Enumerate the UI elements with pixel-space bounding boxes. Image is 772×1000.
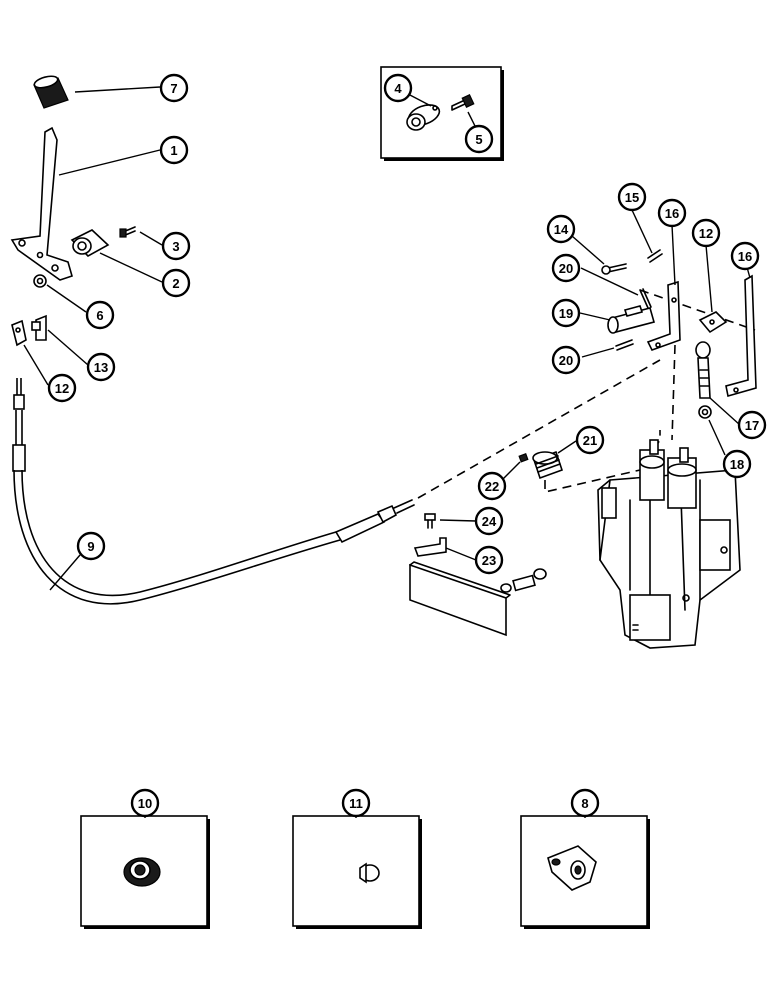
- svg-text:10: 10: [138, 796, 152, 811]
- callout-22: 22: [477, 471, 507, 501]
- svg-text:19: 19: [559, 306, 573, 321]
- svg-text:23: 23: [482, 553, 496, 568]
- nut-6-part: [33, 274, 47, 288]
- hardware-group: [500, 568, 547, 593]
- bracket-16-left: [646, 280, 681, 351]
- screw-24-part: [424, 513, 436, 529]
- svg-text:1: 1: [170, 143, 177, 158]
- svg-text:21: 21: [583, 433, 597, 448]
- inset-box-10: [80, 800, 210, 929]
- knob-part: [33, 75, 69, 109]
- callout-6: 6: [85, 300, 115, 330]
- callout-12-left: 12: [47, 373, 77, 403]
- mounting-plate-part: [409, 561, 511, 637]
- callout-8: 8: [570, 788, 600, 818]
- svg-text:18: 18: [730, 457, 744, 472]
- callout-15: 15: [617, 182, 647, 212]
- callout-13: 13: [86, 352, 116, 382]
- svg-text:4: 4: [394, 81, 402, 96]
- callout-3: 3: [161, 231, 191, 261]
- bolt-part: [451, 93, 475, 111]
- callout-4: 4: [383, 73, 413, 103]
- bracket-16-right: [725, 274, 757, 398]
- svg-text:8: 8: [581, 796, 588, 811]
- callout-20-lower: 20: [551, 345, 581, 375]
- control-valve-part: [597, 439, 741, 649]
- callout-16-left: 16: [657, 198, 687, 228]
- swivel-13-part: [31, 314, 47, 341]
- svg-text:20: 20: [559, 261, 573, 276]
- inset-box-11: [292, 800, 422, 929]
- callout-21: 21: [575, 425, 605, 455]
- svg-text:12: 12: [699, 226, 713, 241]
- svg-text:11: 11: [349, 796, 363, 811]
- svg-text:9: 9: [87, 539, 94, 554]
- clevis-pin-19-part: [607, 305, 655, 334]
- callout-2: 2: [161, 268, 191, 298]
- inset-box-8: [520, 800, 650, 929]
- pin-14-part: [601, 263, 627, 275]
- svg-text:14: 14: [554, 222, 569, 237]
- svg-text:17: 17: [745, 418, 759, 433]
- set-screw-22-part: [518, 453, 529, 463]
- pin-15-part: [647, 249, 663, 263]
- callout-5: 5: [464, 124, 494, 154]
- svg-text:2: 2: [172, 276, 179, 291]
- callout-10: 10: [130, 788, 160, 818]
- screw-3-part: [119, 226, 136, 238]
- clamp-23-part: [413, 537, 447, 557]
- flanged-bushing-part: [406, 104, 441, 131]
- callout-23: 23: [474, 545, 504, 575]
- callout-24: 24: [474, 506, 504, 536]
- svg-text:5: 5: [475, 132, 482, 147]
- svg-text:24: 24: [482, 514, 497, 529]
- clevis-12-part: [11, 319, 27, 347]
- svg-text:13: 13: [94, 360, 108, 375]
- callout-1: 1: [159, 135, 189, 165]
- callout-7: 7: [159, 73, 189, 103]
- pivot-bushing-part: [70, 229, 110, 257]
- nut-18-part: [698, 405, 712, 419]
- swivel-17-part: [695, 341, 711, 399]
- svg-text:3: 3: [172, 239, 179, 254]
- svg-text:12: 12: [55, 381, 69, 396]
- knob-21-part: [532, 450, 564, 480]
- svg-text:15: 15: [625, 190, 639, 205]
- svg-text:7: 7: [170, 81, 177, 96]
- clevis-12-right: [698, 311, 728, 334]
- callout-20-upper: 20: [551, 253, 581, 283]
- control-cable-part: [12, 378, 415, 605]
- callout-12-right: 12: [691, 218, 721, 248]
- svg-text:16: 16: [665, 206, 679, 221]
- callout-11: 11: [341, 788, 371, 818]
- svg-text:16: 16: [738, 249, 752, 264]
- callout-9: 9: [76, 531, 106, 561]
- shift-lever-part: [10, 126, 73, 281]
- svg-text:6: 6: [96, 308, 103, 323]
- callout-16-right: 16: [730, 241, 760, 271]
- svg-text:22: 22: [485, 479, 499, 494]
- callout-19: 19: [551, 298, 581, 328]
- callout-18: 18: [722, 449, 752, 479]
- callout-17: 17: [737, 410, 767, 440]
- cotter-pin-20-upper: [639, 288, 652, 309]
- cotter-pin-20-lower: [615, 339, 634, 351]
- svg-text:20: 20: [559, 353, 573, 368]
- callout-14: 14: [546, 214, 576, 244]
